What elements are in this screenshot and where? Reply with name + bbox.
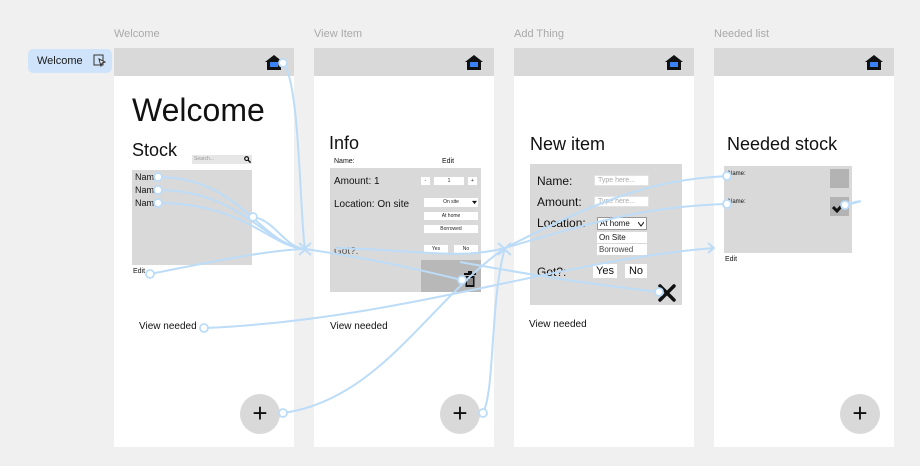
stepper-value: 1 <box>434 177 464 185</box>
chevron-down-icon <box>472 200 477 205</box>
needed-list: Name: Name: <box>724 166 852 253</box>
location-option[interactable]: Borrowed <box>597 244 647 255</box>
new-item-form: Name: Amount: Location: Got?: Type here.… <box>530 164 682 305</box>
frame-welcome: Welcome Stock Search... Name Name Name E… <box>114 48 294 447</box>
flow-start-label: Welcome <box>37 55 83 67</box>
list-item[interactable]: Name: <box>728 199 746 205</box>
arrow-to-add-left <box>502 242 512 256</box>
arrow-to-add <box>497 242 507 256</box>
edit-link[interactable]: Edit <box>725 256 738 263</box>
frame-add-thing: New item Name: Amount: Location: Got?: T… <box>514 48 694 447</box>
header-bar <box>314 48 494 76</box>
frame-needed-list: Needed stock Name: Name: Edit + <box>714 48 894 447</box>
trash-icon[interactable] <box>464 271 476 287</box>
got-label: Got?: <box>537 265 567 279</box>
list-item[interactable]: Name <box>135 172 160 182</box>
name-field[interactable]: Type here... <box>594 175 649 186</box>
page-title: New item <box>530 134 606 154</box>
checkbox-empty[interactable] <box>830 169 849 188</box>
yes-button[interactable]: Yes <box>424 245 448 253</box>
no-button[interactable]: No <box>625 264 647 278</box>
page-title: Welcome <box>132 92 265 128</box>
list-item[interactable]: Name: <box>728 171 746 177</box>
page-title: Info <box>329 133 360 153</box>
home-icon[interactable] <box>864 54 884 71</box>
add-button[interactable]: + <box>440 394 480 434</box>
home-icon[interactable] <box>664 54 684 71</box>
location-option[interactable]: At home <box>424 212 478 220</box>
amount-label: Amount: <box>537 195 582 209</box>
arrow-welcome-view-left <box>302 242 312 256</box>
frame-label-welcome: Welcome <box>114 28 160 40</box>
chevron-down-icon <box>638 221 644 227</box>
view-needed-link[interactable]: View needed <box>139 321 197 332</box>
flow-start-tag[interactable]: Welcome <box>28 49 112 73</box>
list-item[interactable]: Name <box>135 198 160 208</box>
name-label: Name: <box>537 174 573 188</box>
view-needed-link[interactable]: View needed <box>330 321 388 332</box>
header-bar <box>114 48 294 76</box>
arrow-welcome-view <box>298 242 308 256</box>
home-icon[interactable] <box>464 54 484 71</box>
location-label: Location: <box>537 216 586 230</box>
quantity-stepper[interactable]: - 1 + <box>421 176 477 187</box>
frame-view-item: Info Name: Edit Amount: 1 Location: On s… <box>314 48 494 447</box>
check-icon <box>832 200 847 213</box>
add-button[interactable]: + <box>840 394 880 434</box>
list-item[interactable]: Name <box>135 185 160 195</box>
close-icon[interactable] <box>658 284 676 302</box>
view-needed-link[interactable]: View needed <box>529 319 587 330</box>
header-bar <box>514 48 694 76</box>
frame-label-add-thing: Add Thing <box>514 28 564 40</box>
checkbox-checked[interactable] <box>830 197 849 216</box>
section-title: Stock <box>132 140 178 160</box>
stock-list: Name Name Name <box>132 170 252 265</box>
yes-button[interactable]: Yes <box>593 264 617 278</box>
location-option[interactable]: Borrowed <box>424 225 478 233</box>
search-input[interactable]: Search... <box>192 155 252 164</box>
amount-label: Amount: 1 <box>334 176 380 187</box>
frame-label-view-item: View Item <box>314 28 363 40</box>
location-option[interactable]: On Site <box>597 232 647 243</box>
stepper-minus[interactable]: - <box>421 177 430 185</box>
location-label: Location: On site <box>334 199 410 210</box>
play-flow-icon <box>93 54 106 67</box>
location-select[interactable]: At home <box>597 217 647 230</box>
got-label: Got?: <box>334 246 359 257</box>
add-button[interactable]: + <box>240 394 280 434</box>
edit-link[interactable]: Edit <box>133 268 146 275</box>
home-icon[interactable] <box>264 54 284 71</box>
header-bar <box>714 48 894 76</box>
stepper-plus[interactable]: + <box>468 177 477 185</box>
delete-area <box>421 260 481 292</box>
frame-label-needed-list: Needed list <box>714 28 770 40</box>
item-card: Amount: 1 Location: On site Got?: - 1 + … <box>330 168 481 292</box>
name-label: Name: <box>334 158 355 165</box>
no-button[interactable]: No <box>454 245 478 253</box>
location-select[interactable]: On site <box>424 198 478 207</box>
search-icon <box>244 156 251 163</box>
amount-field[interactable]: Type here... <box>594 196 649 207</box>
edit-link[interactable]: Edit <box>442 158 455 165</box>
page-title: Needed stock <box>727 134 838 154</box>
